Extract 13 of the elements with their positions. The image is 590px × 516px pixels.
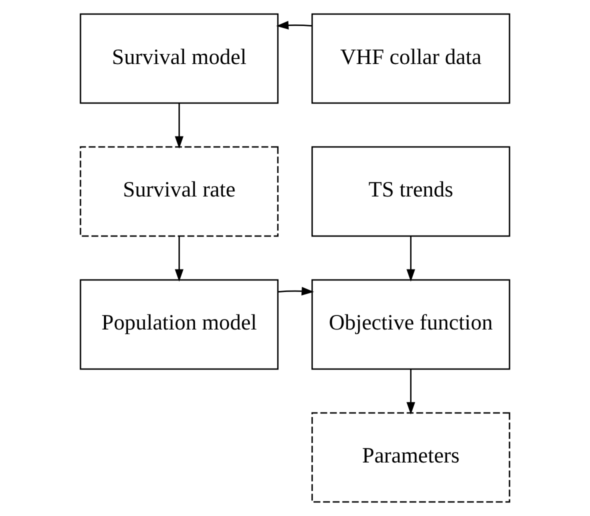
node-box: Population model (80, 279, 279, 370)
node-box: VHF collar data (311, 13, 510, 104)
node-box: Survival model (80, 13, 279, 104)
node-box: Objective function (311, 279, 510, 370)
node-box: Survival rate (80, 146, 279, 237)
arrow (278, 286, 314, 296)
arrow (406, 369, 416, 415)
node-box: Parameters (311, 412, 510, 503)
node-box: TS trends (311, 146, 510, 237)
arrow (276, 20, 312, 30)
arrow (406, 236, 416, 282)
arrow (174, 236, 184, 282)
arrow (174, 103, 184, 149)
